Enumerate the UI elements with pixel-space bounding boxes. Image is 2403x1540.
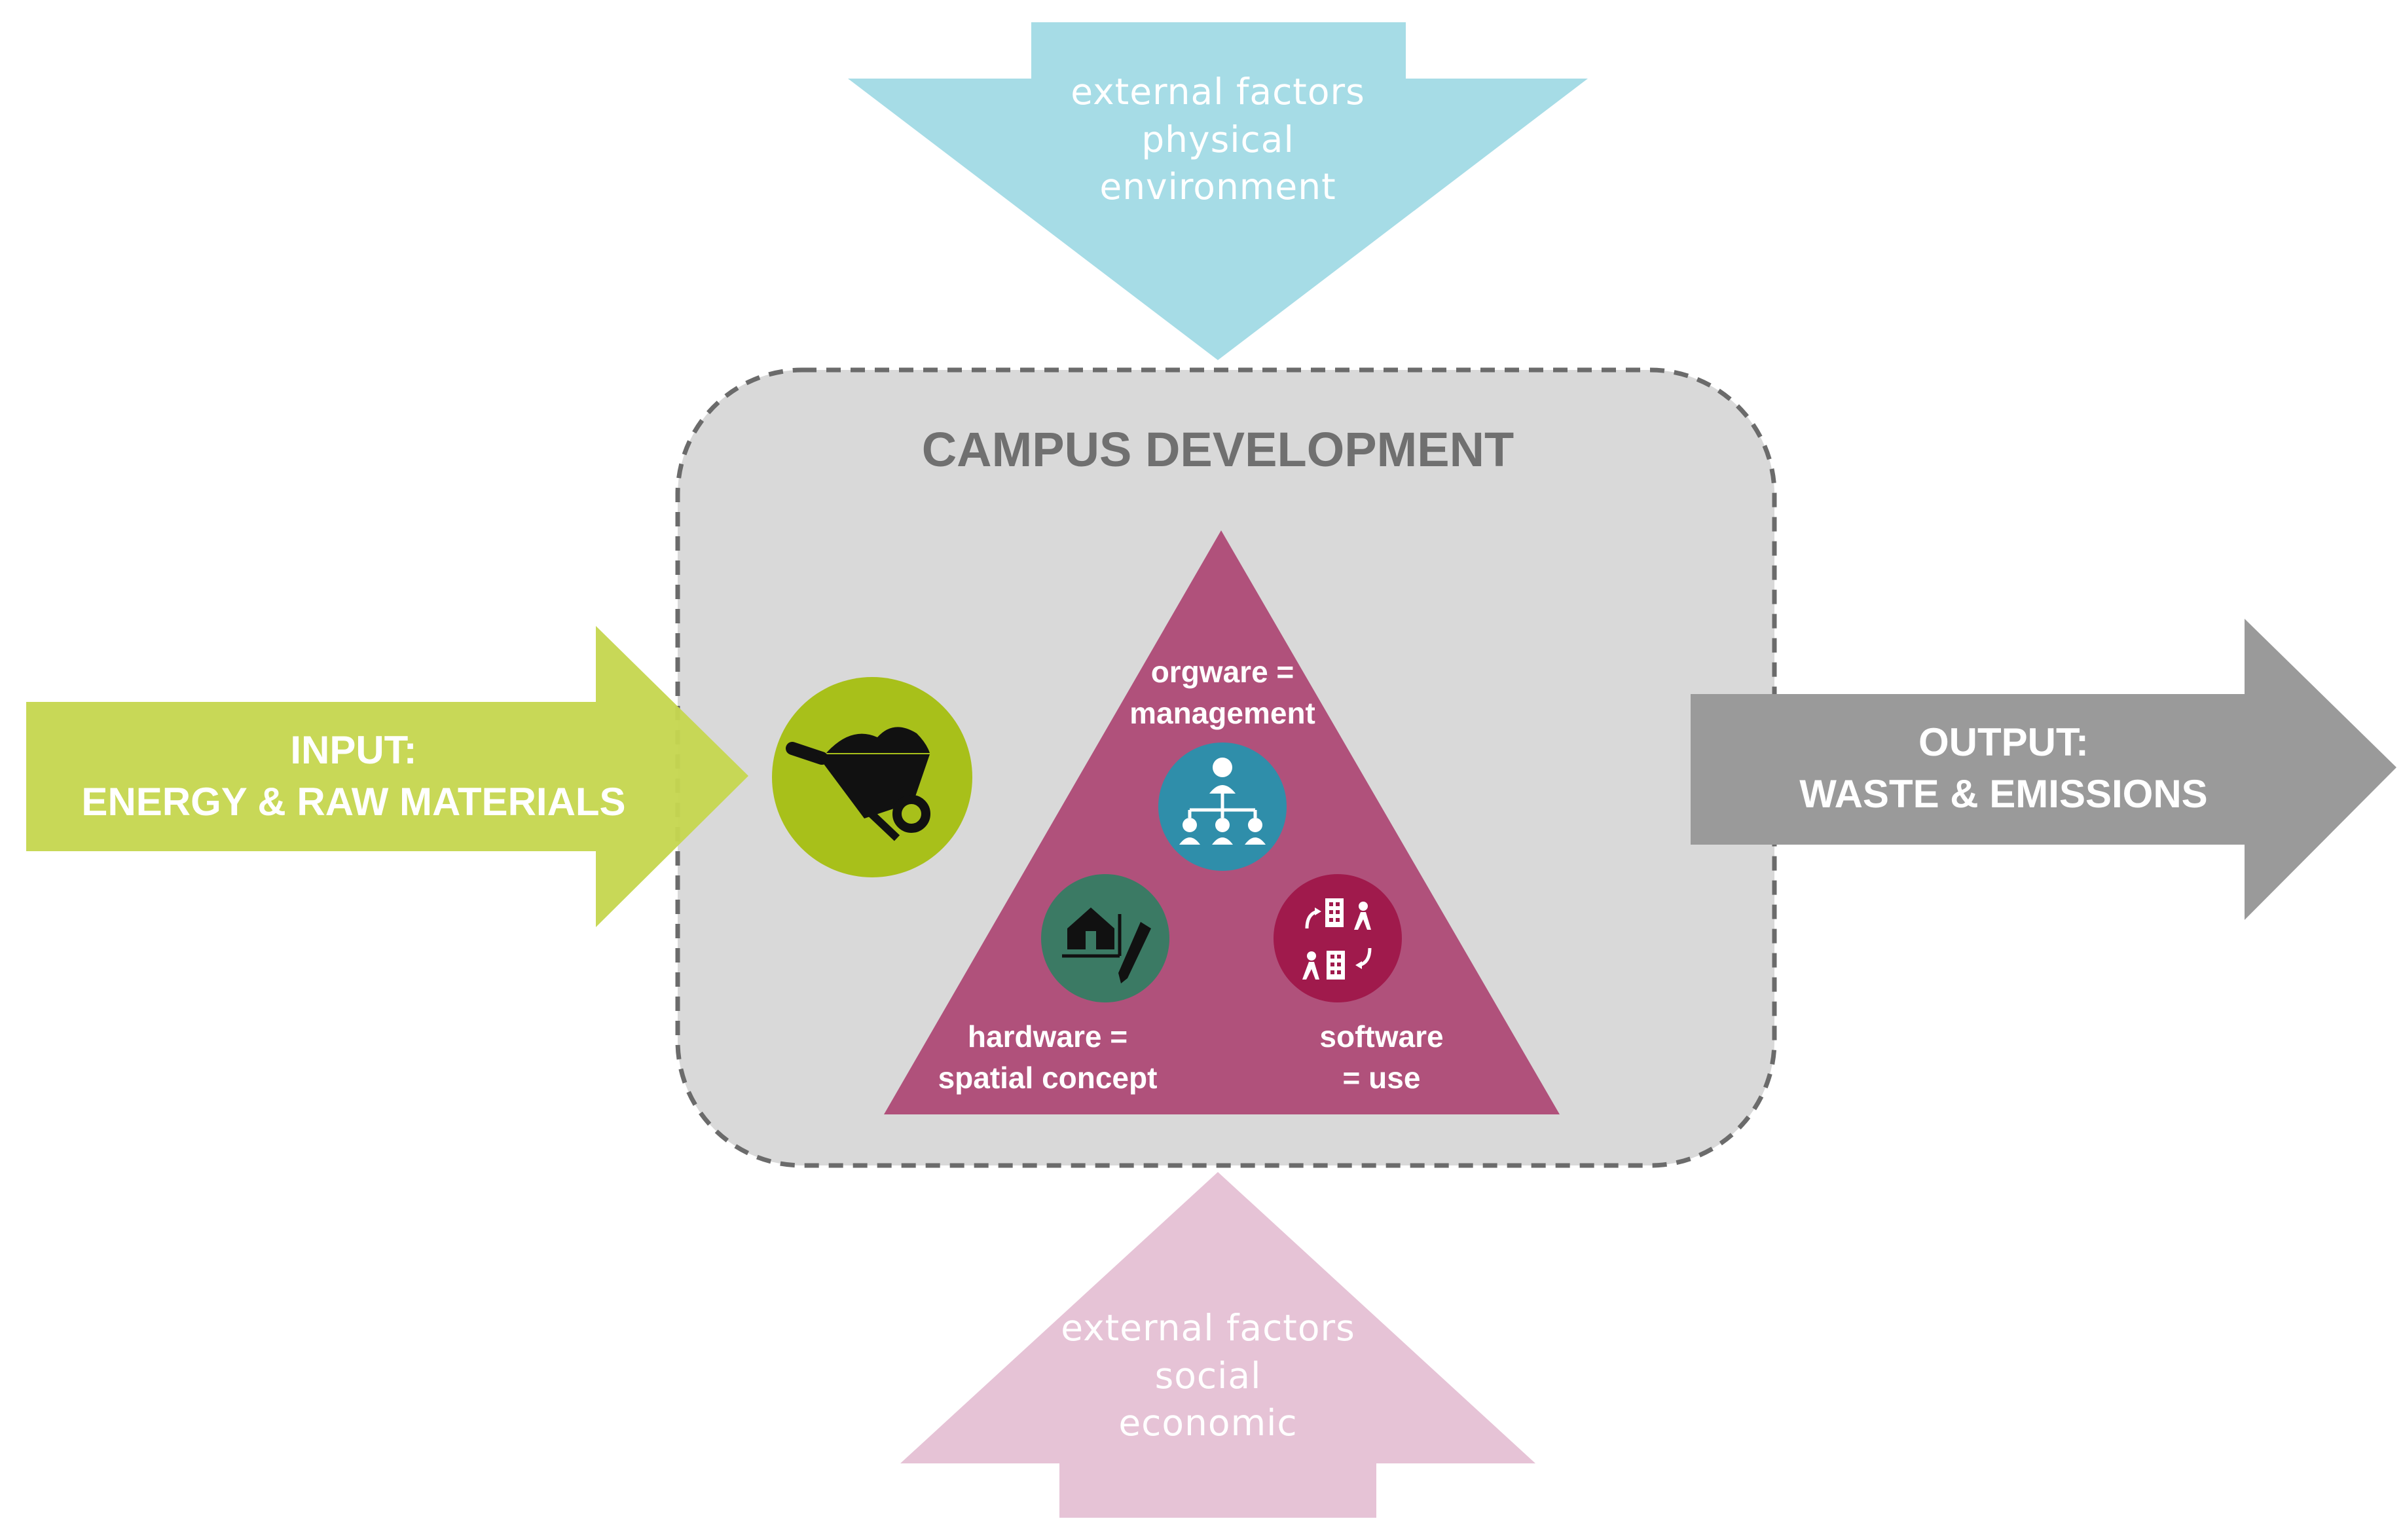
house-pencil-icon <box>1062 908 1151 983</box>
input-arrow-line-1: INPUT: <box>290 728 417 772</box>
software-line-2: = use <box>1342 1061 1421 1095</box>
orgware-line-2: management <box>1129 696 1315 731</box>
wheelbarrow-icon <box>786 727 930 841</box>
software-line-1: software <box>1319 1019 1444 1054</box>
hardware-line-1: hardware = <box>967 1019 1128 1054</box>
output-arrow-label: OUTPUT: WASTE & EMISSIONS <box>1722 716 2285 820</box>
output-arrow-line-1: OUTPUT: <box>1918 720 2089 764</box>
software-label: software = use <box>1244 1016 1519 1099</box>
top-arrow <box>848 22 1588 360</box>
bottom-arrow <box>900 1172 1535 1518</box>
top-arrow-label: external factors physical environment <box>1021 68 1414 211</box>
bottom-arrow-label: external factors social economic <box>1012 1304 1404 1447</box>
campus-title: CAMPUS DEVELOPMENT <box>921 422 1514 477</box>
input-arrow-label: INPUT: ENERGY & RAW MATERIALS <box>39 724 668 828</box>
output-arrow-line-2: WASTE & EMISSIONS <box>1799 772 2208 816</box>
bottom-arrow-line-1: external factors <box>1061 1307 1355 1349</box>
input-arrow <box>26 626 748 927</box>
orgware-line-1: orgware = <box>1150 655 1294 689</box>
hardware-label: hardware = spatial concept <box>877 1016 1218 1099</box>
bottom-arrow-line-3: economic <box>1118 1402 1298 1444</box>
hardware-line-2: spatial concept <box>938 1061 1158 1095</box>
orgware-label: orgware = management <box>1059 651 1386 735</box>
top-arrow-line-3: environment <box>1099 166 1336 208</box>
top-arrow-line-2: physical <box>1141 118 1294 160</box>
top-arrow-line-1: external factors <box>1071 71 1365 113</box>
output-arrow <box>1691 619 2396 920</box>
input-arrow-line-2: ENERGY & RAW MATERIALS <box>81 780 626 824</box>
bottom-arrow-line-2: social <box>1154 1354 1262 1397</box>
building-people-cycle-icon <box>1302 898 1372 980</box>
software-circle <box>1274 874 1402 1002</box>
org-chart-icon <box>1179 758 1266 845</box>
